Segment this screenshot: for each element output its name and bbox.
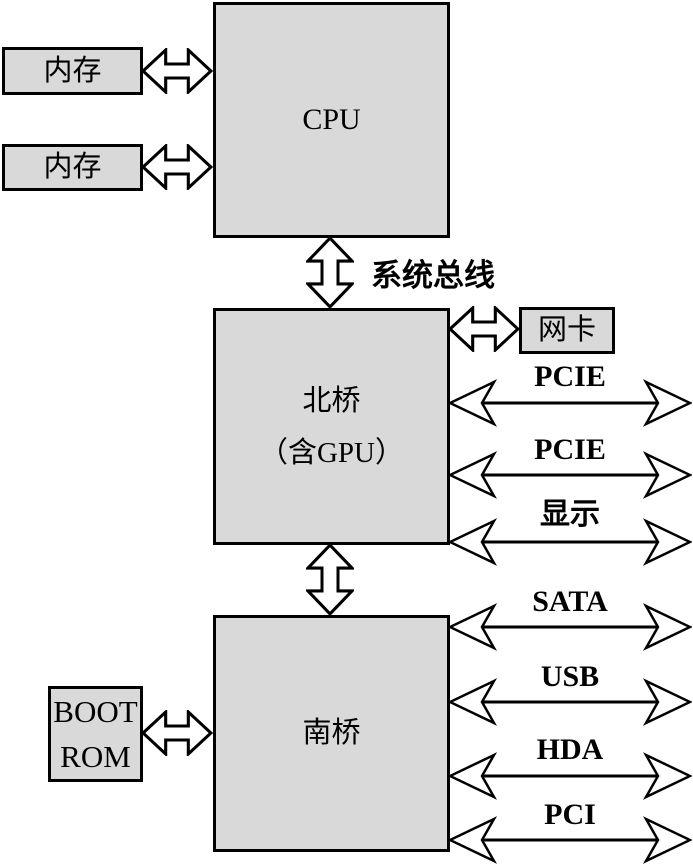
pci-label: PCI (544, 798, 596, 831)
cpu-block: CPU (213, 2, 450, 238)
bootrom-label-line1: BOOT (53, 694, 138, 729)
display-label: 显示 (540, 498, 600, 531)
arrow-bus-display (448, 518, 692, 566)
arrow-bus-pcie2 (448, 451, 692, 499)
southbridge-block: 南桥 (213, 615, 450, 852)
system-bus-label: 系统总线 (371, 258, 495, 293)
memory2-label: 内存 (43, 151, 102, 183)
arrow-memory1-cpu (141, 48, 213, 94)
arrow-cpu-northbridge (306, 236, 354, 309)
arrow-northbridge-nic (448, 306, 520, 352)
sata-label: SATA (532, 585, 608, 618)
arrow-memory2-cpu (141, 144, 213, 190)
memory1-label: 内存 (43, 54, 102, 87)
arrow-bus-hda (448, 752, 692, 800)
bootrom-block: BOOT ROM (48, 686, 143, 782)
usb-label: USB (540, 660, 600, 693)
bootrom-label-line2: ROM (60, 739, 131, 774)
memory1-block: 内存 (2, 47, 143, 95)
hda-label: HDA (536, 733, 604, 766)
arrow-northbridge-southbridge (306, 543, 354, 616)
nic-block: 网卡 (519, 307, 615, 354)
northbridge-label-line1: 北桥 (302, 384, 361, 417)
nic-label: 网卡 (537, 314, 596, 346)
arrow-bus-pci (448, 816, 692, 864)
arrow-bus-sata (448, 603, 692, 651)
southbridge-label: 南桥 (302, 717, 361, 749)
arrow-bus-pcie1 (448, 379, 692, 427)
pcie2-label: PCIE (534, 433, 606, 466)
arrow-bus-usb (448, 678, 692, 726)
northbridge-label-line2: （含GPU） (258, 436, 404, 469)
cpu-label: CPU (302, 103, 361, 136)
arrow-bootrom-southbridge (141, 710, 213, 756)
pcie1-label: PCIE (534, 360, 606, 393)
memory2-block: 内存 (2, 144, 143, 191)
northbridge-block: 北桥 （含GPU） (213, 308, 450, 545)
